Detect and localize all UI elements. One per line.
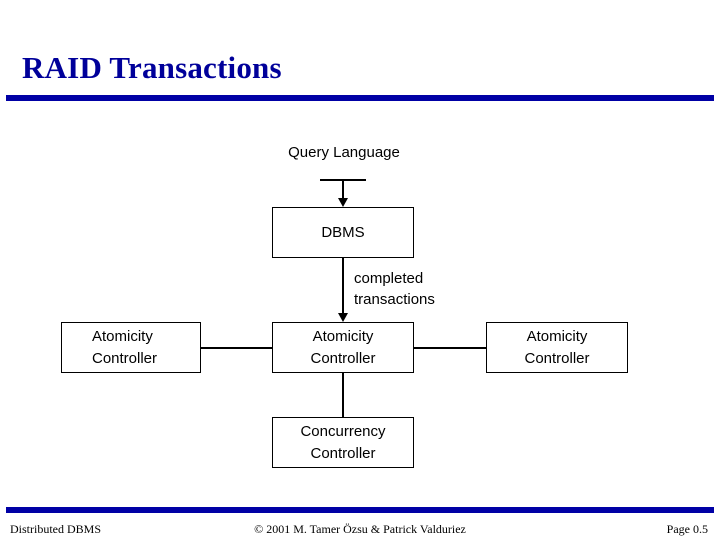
arrowhead-into-dbms xyxy=(338,198,348,207)
page-title: RAID Transactions xyxy=(22,50,282,85)
box-atomicity-left-line1: Atomicity xyxy=(92,328,153,346)
footer-page-number: Page 0.5 xyxy=(666,522,708,536)
connector-atomicity-center-to-right xyxy=(414,347,486,349)
box-atomicity-left-line2: Controller xyxy=(92,349,158,367)
box-atomicity-right-line1: Atomicity xyxy=(526,328,588,346)
title-divider xyxy=(6,95,714,101)
completed-transactions-label: completed transactions xyxy=(354,268,435,311)
box-atomicity-right-line2: Controller xyxy=(524,349,590,367)
box-dbms-label: DBMS xyxy=(321,223,365,241)
connector-dbms-to-atomicity xyxy=(342,258,344,314)
arrowhead-into-atomicity-center xyxy=(338,313,348,322)
completed-transactions-line1: completed xyxy=(354,270,424,287)
box-dbms[interactable]: DBMS xyxy=(272,207,414,258)
box-atomicity-center-line2: Controller xyxy=(310,349,376,367)
connector-query-to-dbms xyxy=(342,179,344,199)
box-concurrency-line2: Controller xyxy=(310,444,376,462)
connector-atomicity-left-to-center xyxy=(201,347,272,349)
footer-copyright: © 2001 M. Tamer Özsu & Patrick Valduriez xyxy=(254,522,466,536)
connector-atomicity-to-concurrency xyxy=(342,373,344,417)
box-concurrency-line1: Concurrency xyxy=(300,423,386,441)
footer-divider xyxy=(6,507,714,513)
query-language-label: Query Language xyxy=(288,144,400,161)
completed-transactions-line2: transactions xyxy=(354,291,435,309)
box-concurrency-controller[interactable]: Concurrency Controller xyxy=(272,417,414,468)
box-atomicity-controller-left[interactable]: Atomicity Controller xyxy=(61,322,201,373)
footer-left-text: Distributed DBMS xyxy=(10,522,102,536)
box-atomicity-controller-right[interactable]: Atomicity Controller xyxy=(486,322,628,373)
box-atomicity-controller-center[interactable]: Atomicity Controller xyxy=(272,322,414,373)
box-atomicity-center-line1: Atomicity xyxy=(312,328,374,346)
